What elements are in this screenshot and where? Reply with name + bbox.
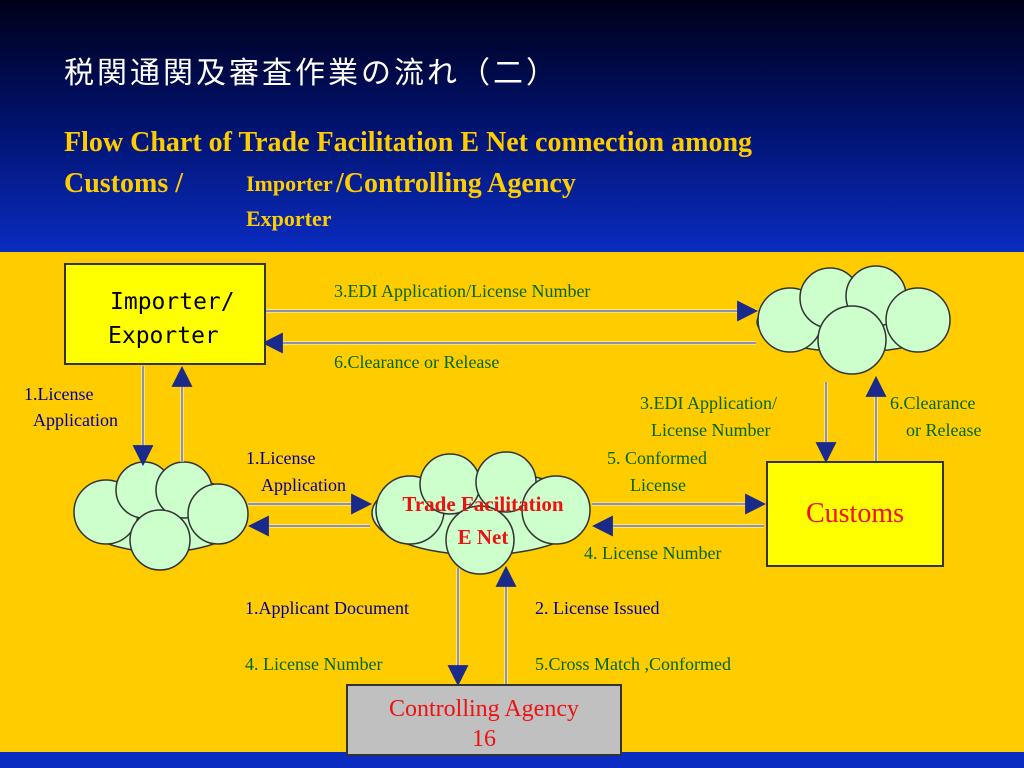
label-license-app-mid-2: Application — [261, 475, 346, 495]
trade-net-line2: E Net — [457, 525, 509, 549]
label-applicant-document: 1.Applicant Document — [245, 598, 409, 618]
exporter-label: Exporter — [108, 323, 219, 349]
label-license-app-mid-1: 1.License — [246, 448, 316, 468]
label-license-number-bottom: 4. License Number — [245, 654, 383, 674]
label-edi-top: 3.EDI Application/License Number — [334, 281, 591, 301]
label-conformed-1: 5. Conformed — [607, 448, 707, 468]
importer-label: Importer/ — [110, 289, 235, 315]
header-background — [0, 0, 1024, 252]
label-cross-match: 5.Cross Match ,Conformed — [535, 654, 731, 674]
controlling-agency-label: Controlling Agency — [389, 696, 579, 722]
customs-label: Customs — [805, 498, 905, 529]
japanese-title: 税関通関及審査作業の流れ（二） — [64, 56, 559, 91]
english-title-line1: Flow Chart of Trade Facilitation E Net c… — [64, 127, 753, 158]
label-license-issued: 2. License Issued — [535, 598, 660, 618]
label-license-number-right: 4. License Number — [584, 543, 722, 563]
label-clearance-right-2: or Release — [906, 420, 982, 440]
label-edi-right-2: License Number — [651, 420, 771, 440]
english-title-customs: Customs / — [64, 168, 184, 199]
label-license-app-left-1: 1.License — [24, 384, 94, 404]
importer-exporter-box: Importer/ Exporter — [64, 263, 266, 365]
cloud-trade-facilitation-net — [371, 451, 591, 575]
controlling-agency-box: Controlling Agency 16 — [346, 684, 622, 756]
label-conformed-2: License — [630, 475, 686, 495]
page-number: 16 — [472, 726, 496, 752]
label-license-app-left-2: Application — [33, 410, 118, 430]
label-clearance-top: 6.Clearance or Release — [334, 352, 500, 372]
english-title-controlling-agency: /Controlling Agency — [336, 168, 576, 199]
label-clearance-right-1: 6.Clearance — [890, 393, 976, 413]
trade-facilitation-net-label: Trade Facilitation E Net — [378, 488, 588, 554]
cloud-left — [73, 461, 249, 571]
cloud-right-top — [756, 265, 951, 375]
english-subtitle-exporter: Exporter — [246, 206, 332, 231]
english-subtitle-importer: Importer — [246, 171, 333, 196]
trade-net-line1: Trade Facilitation — [402, 492, 564, 516]
footer-bar — [0, 752, 1024, 768]
customs-box: Customs — [766, 461, 944, 567]
label-edi-right-1: 3.EDI Application/ — [640, 393, 777, 413]
